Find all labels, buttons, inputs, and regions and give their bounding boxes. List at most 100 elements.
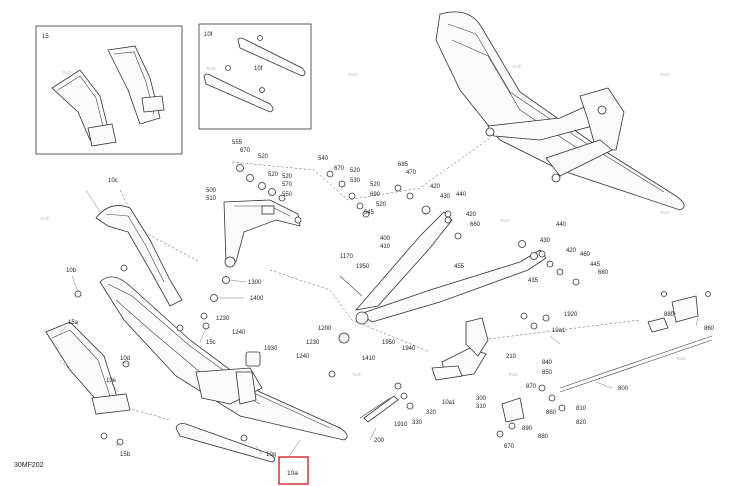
ski-assembly-main xyxy=(99,276,348,463)
callout-1400: 1400 xyxy=(250,296,264,302)
watermark: Tech xyxy=(500,218,510,223)
callout-10a: 10a xyxy=(287,470,298,477)
callout-520: 520 xyxy=(268,172,279,178)
callout-670: 670 xyxy=(504,444,515,450)
callout-510: 510 xyxy=(206,196,217,202)
callout-10a1: 10a1 xyxy=(442,400,456,406)
callout-670: 670 xyxy=(334,166,345,172)
callout-570: 570 xyxy=(282,182,293,188)
callout-545: 545 xyxy=(364,210,375,216)
watermark: Tech xyxy=(676,356,686,361)
callout-685: 685 xyxy=(398,162,409,168)
callout-1170: 1170 xyxy=(340,254,354,260)
callout-860: 860 xyxy=(704,326,715,332)
callout-430: 430 xyxy=(540,238,551,244)
watermark: Tech xyxy=(62,70,72,75)
inset-box-15: 15 Tech xyxy=(35,25,183,155)
callout-880: 880 xyxy=(664,312,675,318)
right-components: Tech Tech Tech Tech Tech xyxy=(40,216,713,423)
callout-labels: 10c 10b 15a 10d 10e 15b 15c 10g 555 670 … xyxy=(66,140,715,458)
inset-box-10f: 10f 10f Tech xyxy=(198,23,312,130)
callout-840: 840 xyxy=(542,360,553,366)
ski-assembly-top: Tech Tech Tech Tech xyxy=(348,11,685,215)
callout-15c: 15c xyxy=(206,340,216,346)
callout-540: 540 xyxy=(318,156,329,162)
callout-leaders xyxy=(59,189,699,459)
diagram-code: 30MF202 xyxy=(14,462,44,469)
callout-200: 200 xyxy=(374,438,385,444)
callout-800: 800 xyxy=(618,386,629,392)
callout-850: 850 xyxy=(542,370,553,376)
callout-1930: 1930 xyxy=(264,346,278,352)
callout-10d: 10d xyxy=(120,356,130,362)
callout-410: 410 xyxy=(380,244,391,250)
callout-440: 440 xyxy=(456,192,467,198)
callout-890: 890 xyxy=(522,426,533,432)
callout-10b: 10b xyxy=(66,268,77,274)
watermark: Tech xyxy=(352,372,362,377)
watermark: Tech xyxy=(512,64,522,69)
callout-430: 430 xyxy=(440,194,451,200)
callout-440: 440 xyxy=(556,222,567,228)
callout-1200: 1200 xyxy=(318,326,332,332)
callout-10f-b: 10f xyxy=(254,66,263,72)
callout-420: 420 xyxy=(566,248,577,254)
callout-400: 400 xyxy=(380,236,391,242)
callout-15b: 15b xyxy=(120,452,131,458)
callout-210: 210 xyxy=(506,354,517,360)
lower-a-arm xyxy=(354,210,547,325)
callout-1300: 1300 xyxy=(248,280,262,286)
spindle-10c xyxy=(95,205,183,307)
callout-420: 420 xyxy=(430,184,441,190)
watermark: Tech xyxy=(40,216,50,221)
callout-880: 880 xyxy=(538,434,549,440)
watermark: Tech xyxy=(508,372,518,377)
callout-670: 670 xyxy=(240,148,251,154)
callout-15a: 15a xyxy=(68,320,79,326)
callout-1920: 1920 xyxy=(564,312,578,318)
callout-320: 320 xyxy=(426,410,437,416)
callout-310: 310 xyxy=(476,404,487,410)
watermark: Tech xyxy=(206,66,216,71)
callout-1940: 1940 xyxy=(402,346,416,352)
callout-680: 680 xyxy=(598,270,609,276)
callout-660: 660 xyxy=(470,222,481,228)
callout-555: 555 xyxy=(232,140,243,146)
callout-550: 550 xyxy=(282,192,293,198)
callout-300: 300 xyxy=(476,396,487,402)
upper-a-arm xyxy=(223,199,302,268)
callout-10f: 10f xyxy=(204,32,213,38)
callout-10g: 10g xyxy=(266,452,276,458)
callout-1230: 1230 xyxy=(306,340,320,346)
callout-860: 860 xyxy=(546,410,557,416)
callout-460: 460 xyxy=(580,252,591,258)
callout-520: 520 xyxy=(350,168,361,174)
callout-1410: 1410 xyxy=(362,356,376,362)
watermark: Tech xyxy=(660,72,670,77)
callout-15: 15 xyxy=(42,34,49,40)
callout-520: 520 xyxy=(282,174,293,180)
callout-820: 820 xyxy=(576,420,587,426)
callout-435: 435 xyxy=(528,278,539,284)
callout-810: 810 xyxy=(576,406,587,412)
callout-500: 500 xyxy=(206,188,217,194)
callout-690: 690 xyxy=(370,192,381,198)
callout-870: 870 xyxy=(526,384,537,390)
callout-1240: 1240 xyxy=(232,330,246,336)
callout-530: 530 xyxy=(350,178,361,184)
callout-520: 520 xyxy=(370,182,381,188)
callout-520: 520 xyxy=(376,202,387,208)
watermark: Tech xyxy=(660,210,670,215)
callout-1230: 1230 xyxy=(216,316,230,322)
highlighted-callout-10a[interactable]: 10a xyxy=(278,456,309,485)
callout-445: 445 xyxy=(590,262,601,268)
watermark: Tech xyxy=(348,72,358,77)
callout-1910: 1910 xyxy=(394,422,408,428)
guard-15a xyxy=(45,321,131,415)
callout-455: 455 xyxy=(454,264,465,270)
callout-520: 520 xyxy=(258,154,269,160)
highlight-box xyxy=(278,456,309,485)
callout-1950: 1950 xyxy=(356,264,370,270)
hardware xyxy=(74,164,711,446)
